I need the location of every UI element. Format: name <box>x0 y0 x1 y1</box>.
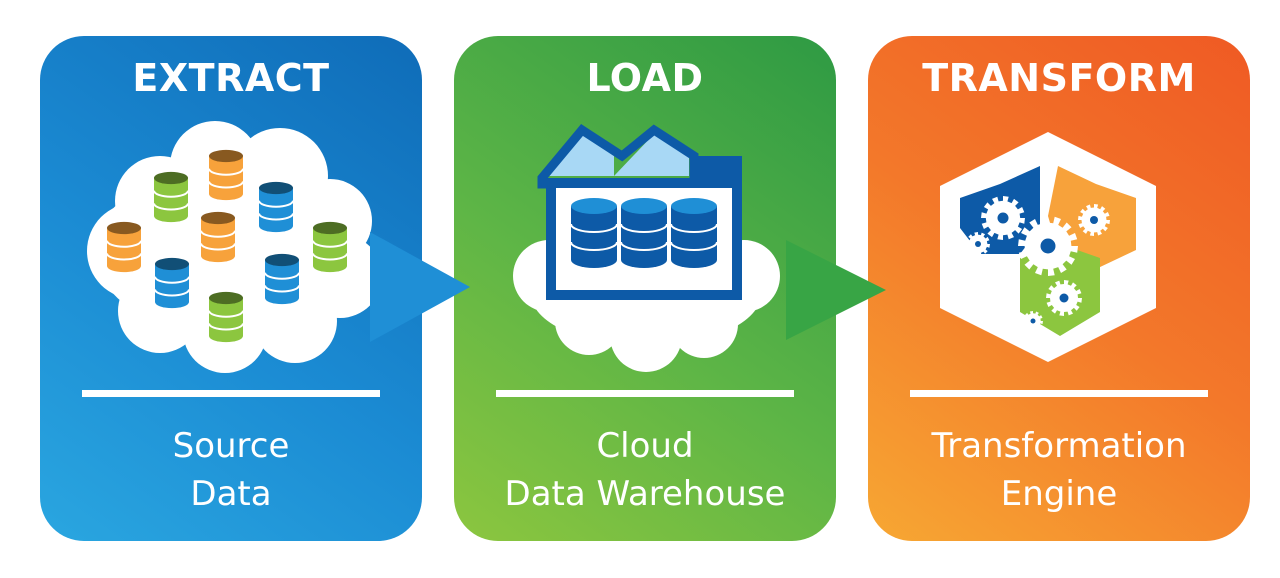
gear-icon <box>1023 311 1043 331</box>
gear-icon <box>1046 280 1082 316</box>
extract-to-load-arrow-icon <box>370 232 470 342</box>
database-icon <box>208 149 244 201</box>
load-caption: Cloud Data Warehouse <box>454 422 836 518</box>
database-icon <box>620 198 668 268</box>
transform-caption: Transformation Engine <box>868 422 1250 518</box>
load-divider <box>496 390 794 397</box>
gear-icon <box>981 196 1025 240</box>
warehouse-icon <box>513 124 780 372</box>
database-icon <box>312 221 348 273</box>
load-panel: LOAD Cloud Data <box>454 36 836 541</box>
database-icon <box>258 181 294 233</box>
database-icon <box>264 253 300 305</box>
database-icon <box>670 198 718 268</box>
gear-icon <box>1018 216 1078 276</box>
gear-icon <box>966 232 990 256</box>
load-title: LOAD <box>586 56 704 100</box>
database-icon <box>106 221 142 273</box>
extract-panel: EXTRACT Source Data <box>40 36 422 541</box>
transform-caption-line1: Transformation <box>931 426 1187 466</box>
transform-divider <box>910 390 1208 397</box>
transform-caption-line2: Engine <box>1000 474 1118 514</box>
transform-panel: TRANSFORM Transformation Engine <box>868 36 1250 541</box>
load-to-transform-arrow-icon <box>786 240 886 340</box>
extract-caption-line1: Source <box>172 426 290 466</box>
transform-title: TRANSFORM <box>922 56 1196 100</box>
database-icon <box>570 198 618 268</box>
extract-caption: Source Data <box>40 422 422 518</box>
database-icon <box>208 291 244 343</box>
extract-divider <box>82 390 380 397</box>
load-caption-line1: Cloud <box>596 426 694 466</box>
gear-icon <box>1078 204 1110 236</box>
extract-title: EXTRACT <box>132 56 330 100</box>
database-cloud-icon <box>87 121 382 373</box>
database-icon <box>200 211 236 263</box>
database-icon <box>154 257 190 309</box>
extract-caption-line2: Data <box>190 474 272 514</box>
database-icon <box>153 171 189 223</box>
gears-hexagon-icon <box>940 132 1156 362</box>
load-caption-line2: Data Warehouse <box>504 474 786 514</box>
